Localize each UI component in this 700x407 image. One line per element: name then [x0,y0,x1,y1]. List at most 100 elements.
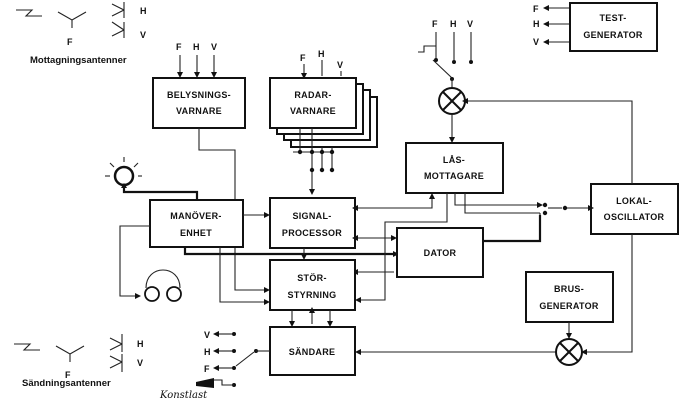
las-to-storstyrning-line [358,193,448,301]
f-antenna-icon [57,11,87,28]
las-mottagare-box [405,142,504,194]
antenna-v-label: V [140,30,146,40]
signalproc-to-las-arrow [429,193,435,199]
brusgenerator-label-1: BRUS- [554,284,584,294]
reception-antennas [16,2,125,38]
lamp-icon [105,157,142,187]
zigzag-antenna-icon [16,9,42,17]
mottagningsantenner-caption: Mottagningsantenner [30,55,127,66]
storstyrning-label-2: STYRNING [288,290,337,300]
sandningsantenner-caption: Sändningsantenner [22,378,111,389]
test-v-label: V [533,37,539,47]
radar-output-bus [293,128,335,195]
brusgenerator-box [525,271,614,323]
manoverenhet-box [149,199,244,248]
manover-to-dator-line [183,247,397,256]
testgenerator-label-1: TEST- [599,13,626,23]
las-to-storstyrning-arrow [355,297,361,303]
mixer-top [438,87,466,115]
manover-to-storstyrning-arrow [264,299,270,305]
storstyrning-label-1: STÖR- [297,273,327,283]
tx-f-antenna-icon [55,345,85,362]
radarvarnare-label-1: RADAR- [294,90,331,100]
lokaloscillator-box [590,183,679,235]
konstlast-icon [196,378,214,388]
manoverenhet-label-1: MANÖVER- [170,211,221,221]
brusgenerator-label-2: GENERATOR [539,301,599,311]
switch-f-label: F [432,19,438,29]
lo-to-bottom-mixer-arrow [581,349,587,355]
konstlast-caption: Konstlast [159,390,208,401]
belysningsvarnare-label-2: VARNARE [176,106,222,116]
belysningsvarnare-label-1: BELYSNINGS- [167,90,231,100]
antenna-h-label: H [140,6,147,16]
testgenerator-box [569,2,658,52]
receive-switch [418,32,473,88]
tx-antenna-f-label: F [65,370,71,380]
headphones-icon [144,269,182,302]
radar-inputs [301,60,342,79]
belysning-v-label: V [211,42,217,52]
signalproc-to-las-line [355,196,433,209]
mixer-bottom [555,338,583,366]
belysning-f-label: F [176,42,182,52]
signalproc-to-dator-arrow [391,235,397,241]
test-f-label: F [533,4,539,14]
belysning-to-storstyrning-line [198,128,270,291]
belysning-to-storstyrning-arrow [264,287,270,293]
mixer-to-lasmottagare-arrow [449,137,455,143]
brus-to-mixer-arrow [566,333,572,339]
switch-h-label: H [450,19,457,29]
signalprocessor-label-2: PROCESSOR [282,228,342,238]
manover-to-lamp-arrow [121,183,127,188]
manover-to-lamp-line [122,186,199,200]
lokaloscillator-label-1: LOKAL- [616,196,652,206]
radar-f-label: F [300,53,306,63]
mixer-to-sandare-arrow [355,349,361,355]
dator-to-signalproc-arrow [352,235,358,241]
dator-box [396,227,484,278]
dator-label: DATOR [424,248,457,258]
manover-to-storstyrning-line [219,247,267,303]
tx-zigzag-antenna-icon [14,343,40,351]
sandare-label: SÄNDARE [289,347,336,357]
tx-f-label: F [204,364,210,374]
radarvarnare-label-2: VARNARE [290,106,336,116]
dator-to-lo-line [483,215,542,243]
manover-to-headphones-arrow [135,293,141,299]
tx-v-label: V [204,330,210,340]
belysningsvarnare-box [152,77,246,129]
storstyrning-box [269,259,356,311]
las-mottagare-label-1: LÅS- [443,155,465,165]
v-antenna-icon [111,21,125,38]
lo-to-top-mixer-arrow [462,98,468,104]
tx-antenna-h-label: H [137,339,144,349]
test-generator-outputs [543,5,570,45]
manover-to-signalproc-arrow [264,212,270,218]
signalprocessor-box [269,197,356,249]
tx-v-antenna-icon [109,354,123,372]
belysning-h-label: H [193,42,200,52]
manoverenhet-label-2: ENHET [180,228,212,238]
radarvarnare-box [269,77,357,129]
tx-h-label: H [204,347,211,357]
belysning-inputs [177,55,217,78]
testgenerator-label-2: GENERATOR [583,30,643,40]
storstyrning-to-sandare [289,307,333,327]
manover-to-headphones-line [119,225,150,297]
antenna-f-label: F [67,37,73,47]
lokaloscillator-label-2: OSCILLATOR [604,212,665,222]
h-antenna-icon [111,2,125,18]
signalproc-to-storstyrning-arrow [301,254,307,260]
switch-v-label: V [467,19,473,29]
lo-switch [454,193,594,240]
las-mottagare-label-2: MOTTAGARE [424,171,484,181]
tx-h-antenna-icon [109,334,123,352]
lo-to-bottom-mixer-line [584,234,633,353]
test-h-label: H [533,19,540,29]
sandare-box [269,326,356,376]
transmit-switch [212,331,270,387]
signalprocessor-label-1: SIGNAL- [292,211,331,221]
